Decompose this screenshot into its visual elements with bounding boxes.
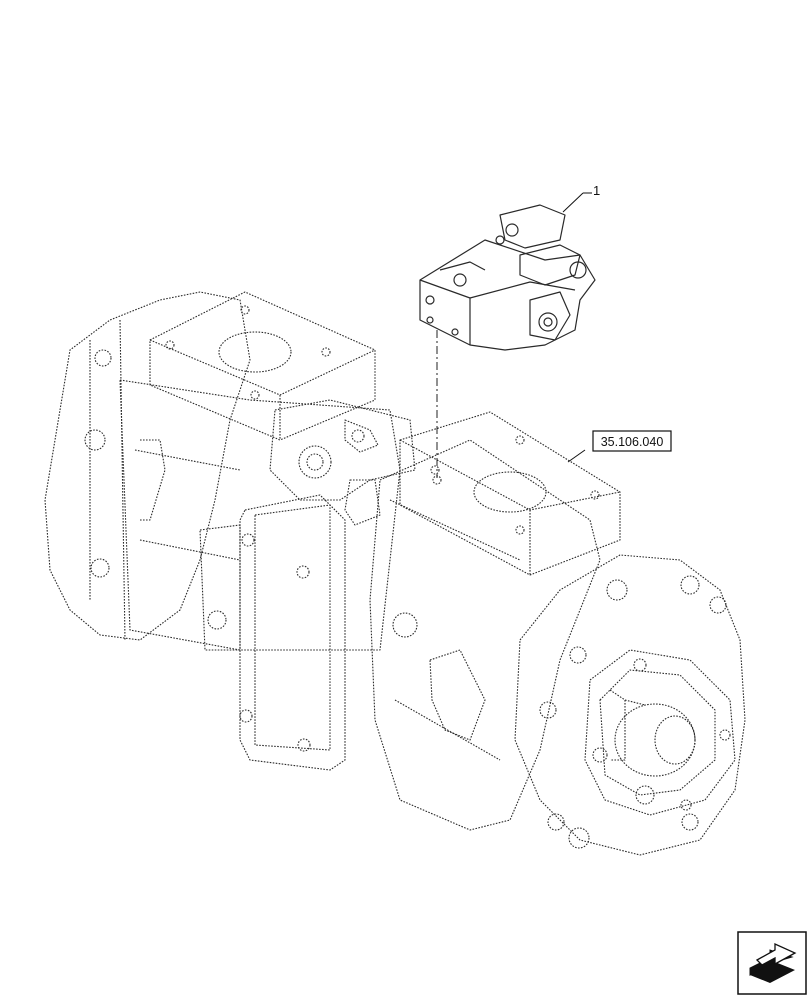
next-page-arrow-icon[interactable] — [737, 931, 807, 995]
reference-box — [592, 430, 672, 452]
reference-number[interactable]: 35.106.040 — [601, 435, 664, 449]
callout-1-label: 1 — [593, 183, 600, 198]
regulator-valve-part-1 — [419, 204, 596, 351]
callout-1: 1 — [562, 183, 600, 213]
reference-callout[interactable]: 35.106.040 — [567, 430, 672, 463]
main-pump-assembly — [44, 291, 746, 856]
